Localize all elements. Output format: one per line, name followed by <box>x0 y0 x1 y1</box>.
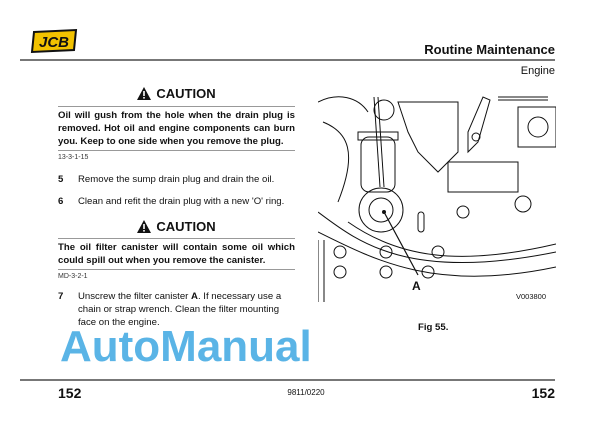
divider <box>58 269 295 270</box>
caution-text: The oil filter canister will contain som… <box>58 242 295 266</box>
figure-label-a: A <box>412 279 421 293</box>
warning-icon <box>137 87 152 100</box>
warning-icon <box>137 220 152 233</box>
engine-illustration <box>318 96 556 302</box>
divider <box>58 238 295 239</box>
caution-label: CAUTION <box>156 219 216 234</box>
reference-code: MD-3-2-1 <box>58 273 88 280</box>
figure-caption: Fig 55. <box>418 322 449 333</box>
footer-divider <box>20 379 555 381</box>
section-subtitle: Engine <box>520 65 555 77</box>
page-number-left: 152 <box>58 385 82 401</box>
header-divider <box>20 59 555 61</box>
document-number: 9811/0220 <box>287 388 325 397</box>
caution-text: Oil will gush from the hole when the dra… <box>58 110 295 147</box>
instructions-column: CAUTION Oil will gush from the hole when… <box>58 86 295 329</box>
divider <box>58 150 295 151</box>
watermark: AutoManual <box>60 322 312 371</box>
svg-text:JCB: JCB <box>39 34 69 51</box>
caution-heading: CAUTION <box>58 219 295 235</box>
caution-label: CAUTION <box>156 86 216 101</box>
reference-code: 13-3-1-15 <box>58 154 89 161</box>
page-number-right: 152 <box>531 385 555 401</box>
divider <box>58 106 295 107</box>
section-title: Routine Maintenance <box>424 42 555 57</box>
jcb-logo: JCB <box>30 28 78 54</box>
figure-code: V003800 <box>516 292 547 301</box>
caution-heading: CAUTION <box>58 86 295 102</box>
